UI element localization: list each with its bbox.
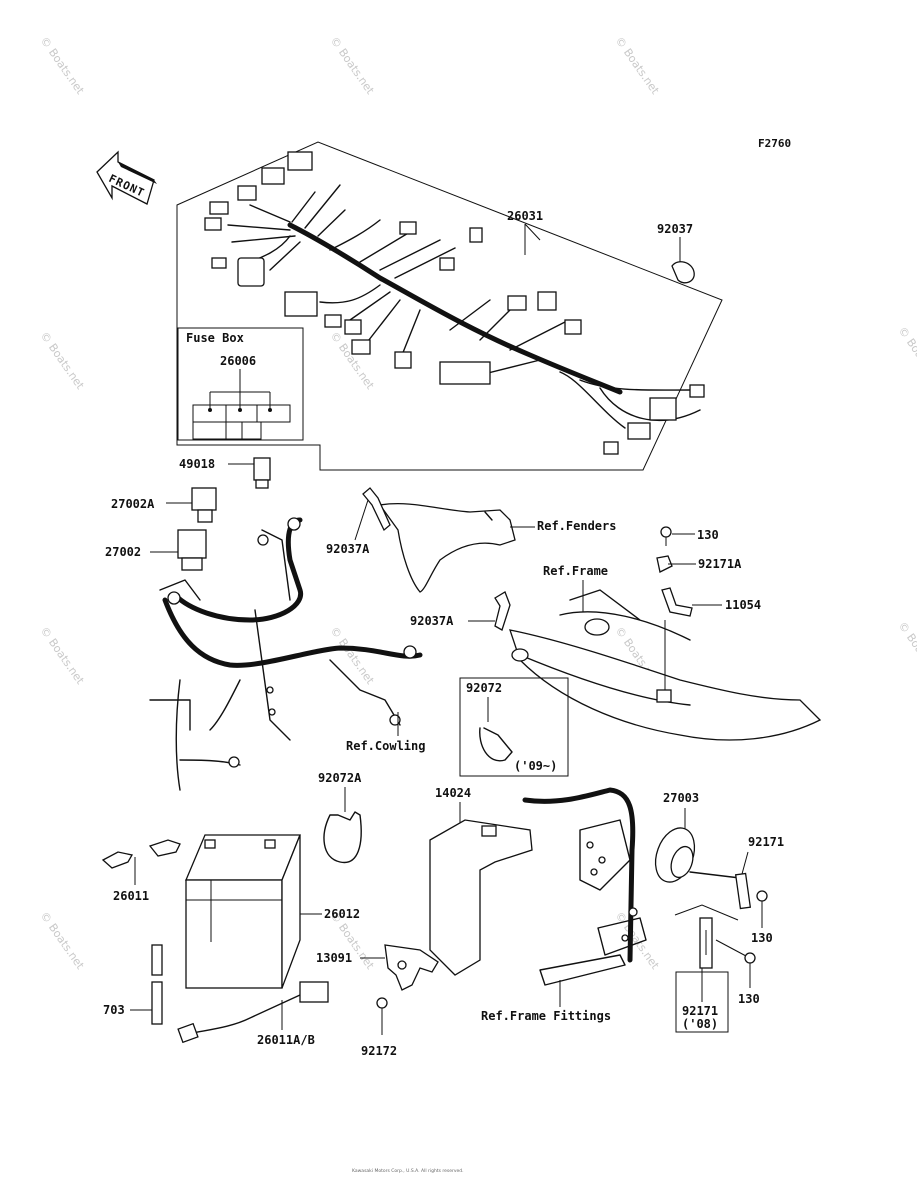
part-26006-label: 26006 — [220, 354, 256, 368]
bolt-icon — [660, 526, 672, 538]
relay-icon — [191, 487, 217, 511]
harness-connector — [284, 291, 318, 317]
ref-frame-fittings-label: Ref.Frame Fittings — [481, 1009, 611, 1023]
part-26011-label: 26011 — [113, 889, 149, 903]
part-92171-08-note: ('08) — [682, 1017, 718, 1031]
harness-connector — [237, 257, 265, 287]
part-11054-label: 11054 — [725, 598, 761, 612]
part-130-label-top: 130 — [697, 528, 719, 542]
harness-group-outline — [176, 141, 723, 471]
part-92172-label: 92172 — [361, 1044, 397, 1058]
harness-connector — [344, 319, 362, 335]
watermark: © Boats.net — [38, 34, 88, 97]
lead-icon — [187, 994, 301, 1035]
part-26012-label: 26012 — [324, 907, 360, 921]
part-27002A-label: 27002A — [111, 497, 155, 511]
band-inset — [459, 677, 569, 777]
part-92037-label: 92037 — [657, 222, 693, 236]
part-27003-label: 27003 — [663, 791, 699, 805]
harness-connector — [507, 295, 527, 311]
relay-icon — [177, 529, 207, 559]
harness-connector — [627, 422, 651, 440]
holder-icon — [384, 944, 439, 991]
horn-bracket — [522, 787, 647, 986]
clamp-icon — [362, 487, 391, 532]
part-130-label-right1: 130 — [751, 931, 773, 945]
part-92171-label: 92171 — [748, 835, 784, 849]
watermark: © Boats.net — [38, 624, 88, 687]
harness-connector — [439, 361, 491, 385]
harness-connector — [469, 227, 483, 243]
stay-icon — [661, 587, 693, 617]
harness-connector — [689, 384, 705, 398]
bracket-icon — [656, 555, 673, 573]
part-14024-label: 14024 — [435, 786, 471, 800]
tube-icon — [151, 981, 163, 1025]
terminal-icon — [101, 851, 134, 869]
part-92037A-label-left: 92037A — [326, 542, 370, 556]
clamp-icon — [671, 261, 695, 284]
part-92072-label: 92072 — [466, 681, 502, 695]
part-49018-label: 49018 — [179, 457, 215, 471]
harness-connector — [209, 201, 229, 215]
part-92072-note: ('09~) — [514, 759, 557, 773]
watermark: © Boats.net — [896, 324, 917, 387]
figure-code: F2760 — [758, 137, 791, 150]
tube-icon — [151, 944, 163, 976]
screw-icon — [376, 997, 388, 1009]
harness-connector — [564, 319, 582, 335]
part-92037A-label-mid: 92037A — [410, 614, 454, 628]
front-bracket — [149, 517, 423, 791]
harness-connector — [211, 257, 227, 269]
harness-connector — [351, 339, 371, 355]
bracket-icon — [734, 872, 752, 910]
watermark: © Boats.net — [38, 329, 88, 392]
harness-connector — [287, 151, 313, 171]
part-13091-label: 13091 — [316, 951, 352, 965]
part-703-label: 703 — [103, 1003, 125, 1017]
harness-connector — [603, 441, 619, 455]
fuse-box-title: Fuse Box — [186, 331, 244, 345]
part-26031-label: 26031 — [507, 209, 543, 223]
harness-connector — [439, 257, 455, 271]
ref-cowling-label: Ref.Cowling — [346, 739, 425, 753]
bolt-icon — [756, 890, 768, 902]
part-130-label-right2: 130 — [738, 992, 760, 1006]
terminal-icon — [148, 839, 181, 857]
clamp-icon — [494, 591, 511, 631]
harness-connector — [649, 397, 677, 421]
watermark: © Boats.net — [613, 34, 663, 97]
fender-part — [378, 502, 516, 593]
relay-icon — [253, 457, 271, 481]
part-92171-08-label: 92171 — [682, 1004, 718, 1018]
harness-connector — [324, 314, 342, 328]
harness-connector — [394, 351, 412, 369]
harness-connector — [537, 291, 557, 311]
front-arrow-icon: FRONT — [96, 150, 157, 205]
watermark: © Boats.net — [896, 619, 917, 682]
battery-icon — [185, 834, 301, 989]
harness-connector — [261, 167, 285, 185]
bolt-icon — [744, 952, 756, 964]
part-92171A-label: 92171A — [698, 557, 742, 571]
harness-connector — [204, 217, 222, 231]
band-icon — [323, 811, 362, 864]
part-26011AB-label: 26011A/B — [257, 1033, 315, 1047]
ref-fenders-label: Ref.Fenders — [537, 519, 616, 533]
watermark: © Boats.net — [328, 34, 378, 97]
cover-icon — [429, 819, 533, 976]
watermark: © Boats.net — [38, 909, 88, 972]
band-icon — [479, 727, 513, 762]
harness-connector — [399, 221, 417, 235]
part-92072A-label: 92072A — [318, 771, 362, 785]
footer-copyright: Kawasaki Motors Corp., U.S.A. All rights… — [352, 1168, 464, 1174]
wiring-harness — [204, 151, 705, 455]
harness-connector — [237, 185, 257, 201]
fuse-box-inset: Fuse Box 26006 — [177, 327, 304, 441]
ref-frame-label: Ref.Frame — [543, 564, 608, 578]
watermark: © Boats.net — [328, 624, 378, 687]
part-27002-label: 27002 — [105, 545, 141, 559]
